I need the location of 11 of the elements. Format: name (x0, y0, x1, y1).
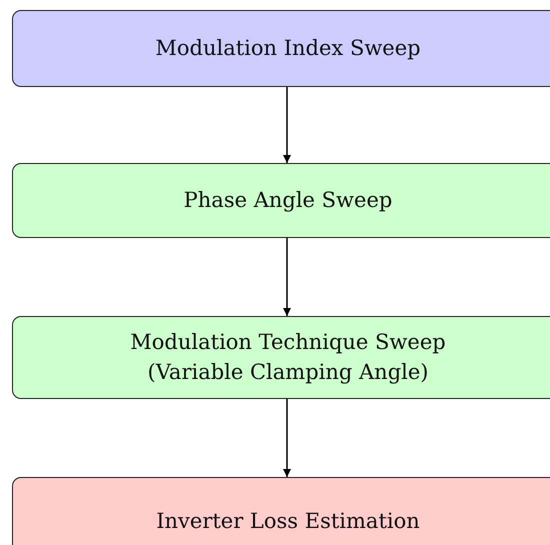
arrow (283, 238, 291, 316)
arrow (283, 87, 291, 163)
process-box (12, 477, 550, 545)
process-box (12, 316, 550, 399)
process-box (12, 163, 550, 238)
process-box (12, 10, 550, 87)
step-label: Inverter Loss Estimation (156, 508, 420, 536)
step-label: Modulation Index Sweep (155, 34, 421, 62)
step-label: Phase Angle Sweep (184, 186, 392, 214)
step-label: Modulation Technique Sweep (Variable Clamping Angle) (129, 329, 447, 386)
arrow (283, 399, 291, 477)
